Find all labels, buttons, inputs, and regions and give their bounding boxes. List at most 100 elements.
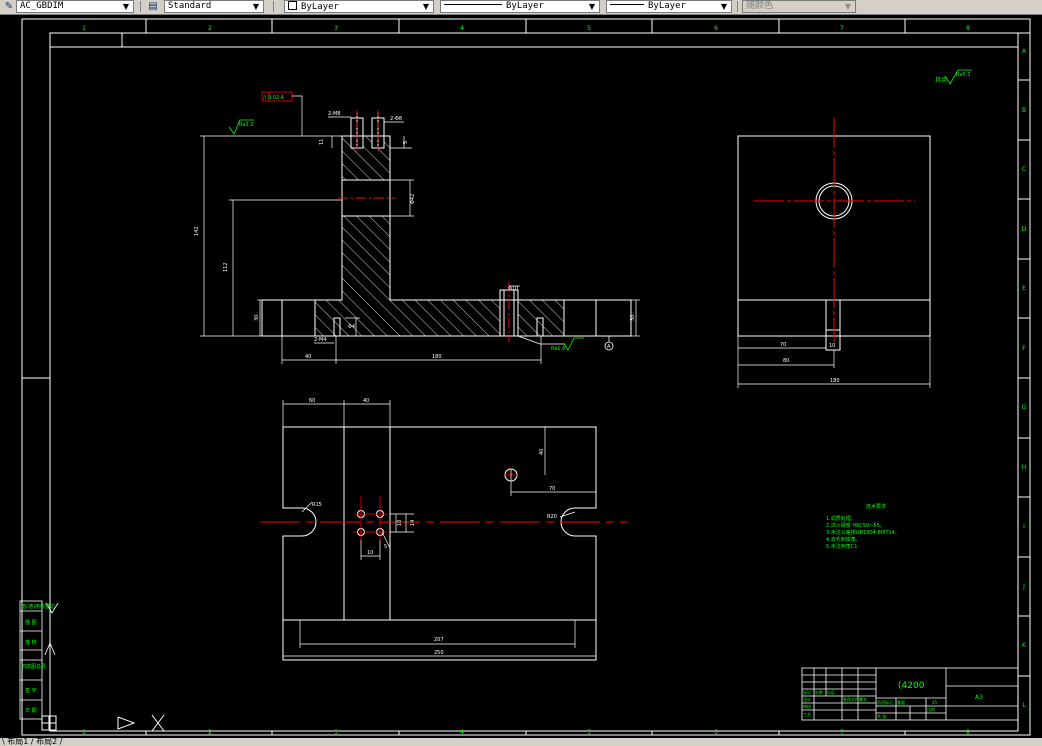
dim-bore: Φ42 bbox=[410, 194, 416, 204]
dim-top-1: 60 bbox=[309, 398, 315, 404]
color-swatch-icon bbox=[288, 1, 297, 10]
datum-label: A bbox=[607, 344, 611, 350]
column-label-bottom: 2 bbox=[208, 729, 212, 736]
textstyle-value: Standard bbox=[168, 1, 212, 11]
strip-label-1: 描 图 bbox=[25, 619, 37, 626]
tb-right-1: 重量 bbox=[897, 699, 905, 705]
lineweight-preview-icon bbox=[610, 4, 644, 5]
row-label: K bbox=[1022, 642, 1027, 649]
dim-top-s3: 10 bbox=[397, 520, 403, 526]
column-label-bottom: 8 bbox=[966, 729, 970, 736]
chevron-down-icon[interactable]: ▼ bbox=[720, 2, 728, 11]
row-label: L bbox=[1022, 702, 1026, 709]
notes-line-2: 3.未注公差按GB1804-80IT14。 bbox=[826, 529, 900, 536]
notes-line-4: 5.未注倒角C1 bbox=[826, 543, 857, 550]
column-label-top: 8 bbox=[966, 25, 970, 32]
title-block-extra: 45 bbox=[932, 700, 938, 705]
technical-requirements: 技术要求 1.调质处理。 2.淬火硬度 HRC50~55。 3.未注公差按GB1… bbox=[826, 503, 900, 550]
dimstyle-value: AC_GBDIM bbox=[20, 1, 64, 11]
dim-side-b: 80 bbox=[783, 358, 789, 364]
dim-top-v1: 40 bbox=[539, 449, 545, 455]
row-label: G bbox=[1022, 404, 1027, 411]
properties-toolbar: ✎ AC_GBDIM ▼ ▤ Standard ▼ ByLayer ▼ ByLa… bbox=[0, 0, 1042, 15]
title-block: (4200 A3 45 标记 设计 审核 工艺 处数 分区 更改文件号 签名 阶… bbox=[801, 667, 1019, 721]
dim-side-a: 70 bbox=[780, 342, 786, 348]
strip-label-4: 签 字 bbox=[25, 687, 37, 694]
tb-mid-2: 更改文件号 bbox=[843, 696, 863, 702]
dimstyle-select[interactable]: AC_GBDIM ▼ bbox=[16, 0, 134, 13]
dim-overall-height: 142 bbox=[194, 226, 200, 236]
layout-tabs[interactable]: \ 布局1 / 布局2 / bbox=[2, 738, 63, 746]
datum-symbol: A bbox=[604, 336, 614, 351]
layout-tab-bar: \ 布局1 / 布局2 / bbox=[0, 738, 1042, 746]
drawing-border bbox=[21, 18, 1031, 736]
linetype-preview-icon bbox=[444, 4, 502, 5]
dim-base-hole: 2-M4 bbox=[314, 337, 326, 343]
chevron-down-icon[interactable]: ▼ bbox=[588, 2, 596, 11]
dim-left-offset: 40 bbox=[305, 354, 311, 360]
dim-small: Φ4 bbox=[348, 324, 355, 330]
column-label-bottom: 3 bbox=[334, 729, 338, 736]
left-filing-strip bbox=[19, 600, 59, 720]
dim-top-len2: 250 bbox=[434, 650, 444, 656]
dim-top-s2: 14 bbox=[410, 520, 416, 526]
plotstyle-select: 随颜色 ▼ bbox=[742, 0, 856, 13]
column-label-top: 1 bbox=[82, 25, 86, 32]
strip-label-0: 借(通)用件登记 bbox=[21, 603, 55, 610]
tb-mid-1: 分区 bbox=[827, 689, 835, 695]
ucs-icon bbox=[41, 714, 165, 732]
roughness-main-label: Ra6.3 bbox=[956, 72, 970, 78]
tb-left-0: 标记 bbox=[803, 689, 811, 695]
roughness-base-label: Ra1.6 bbox=[551, 346, 565, 352]
tb-mid-0: 处数 bbox=[815, 689, 823, 695]
chevron-down-icon: ▼ bbox=[844, 2, 852, 11]
column-label-top: 4 bbox=[460, 25, 464, 32]
roughness-front-label: Ra3.2 bbox=[239, 122, 253, 128]
gtol-label: // 0.02 A bbox=[263, 95, 285, 101]
text-style-icon[interactable]: ▤ bbox=[148, 1, 158, 12]
chevron-down-icon[interactable]: ▼ bbox=[252, 2, 260, 11]
notes-title: 技术要求 bbox=[866, 503, 886, 510]
column-label-top: 7 bbox=[840, 25, 844, 32]
linetype-select[interactable]: ByLayer ▼ bbox=[440, 0, 600, 13]
row-label: A bbox=[1022, 48, 1027, 55]
dim-base-height: 30 bbox=[254, 315, 260, 321]
column-label-top: 6 bbox=[714, 25, 718, 32]
chevron-down-icon[interactable]: ▼ bbox=[422, 2, 430, 11]
lineweight-select[interactable]: ByLayer ▼ bbox=[606, 0, 732, 13]
strip-label-5: 日 期 bbox=[25, 708, 37, 714]
dim-side-width: 180 bbox=[830, 378, 840, 384]
notes-line-1: 2.淬火硬度 HRC50~55。 bbox=[826, 522, 885, 529]
tb-left-2: 审核 bbox=[803, 703, 811, 709]
dim-base-height-right: 30 bbox=[630, 315, 636, 321]
linetype-value: ByLayer bbox=[506, 1, 544, 11]
dim-hole: Φ10 bbox=[508, 286, 518, 292]
toolbar-separator bbox=[273, 1, 274, 12]
dim-radius-right: R20 bbox=[547, 514, 557, 520]
column-tick-lines bbox=[145, 19, 906, 735]
dimension-style-icon[interactable]: ✎ bbox=[4, 1, 14, 12]
dim-top-len1: 207 bbox=[434, 637, 444, 643]
dim-top-s1: 10 bbox=[367, 550, 373, 556]
column-label-bottom: 5 bbox=[587, 729, 591, 736]
tb-right-0: 阶段标记 bbox=[877, 699, 893, 705]
row-label: D bbox=[1022, 226, 1027, 233]
dim-top-h1: 70 bbox=[549, 486, 555, 492]
dim-slot-right: 2-Φ8 bbox=[390, 116, 402, 122]
general-roughness-symbol: 其余 Ra6.3 bbox=[935, 69, 972, 85]
row-label: B bbox=[1022, 107, 1026, 114]
layer-select[interactable]: ByLayer ▼ bbox=[284, 0, 434, 13]
title-block-material: A3 bbox=[975, 694, 983, 701]
strip-label-3: 旧底图总号 bbox=[21, 663, 46, 670]
textstyle-select[interactable]: Standard ▼ bbox=[164, 0, 264, 13]
dim-radius-left: R15 bbox=[312, 502, 322, 508]
column-label-top: 3 bbox=[334, 25, 338, 32]
title-block-scale-title: (4200 bbox=[898, 681, 925, 691]
dim-inner-height: 112 bbox=[223, 262, 229, 272]
roughness-front-symbol: Ra3.2 Ra1.6 bbox=[228, 119, 584, 352]
dim-side-c: 10 bbox=[829, 343, 835, 349]
chevron-down-icon[interactable]: ▼ bbox=[122, 2, 130, 11]
lineweight-value: ByLayer bbox=[648, 1, 686, 11]
